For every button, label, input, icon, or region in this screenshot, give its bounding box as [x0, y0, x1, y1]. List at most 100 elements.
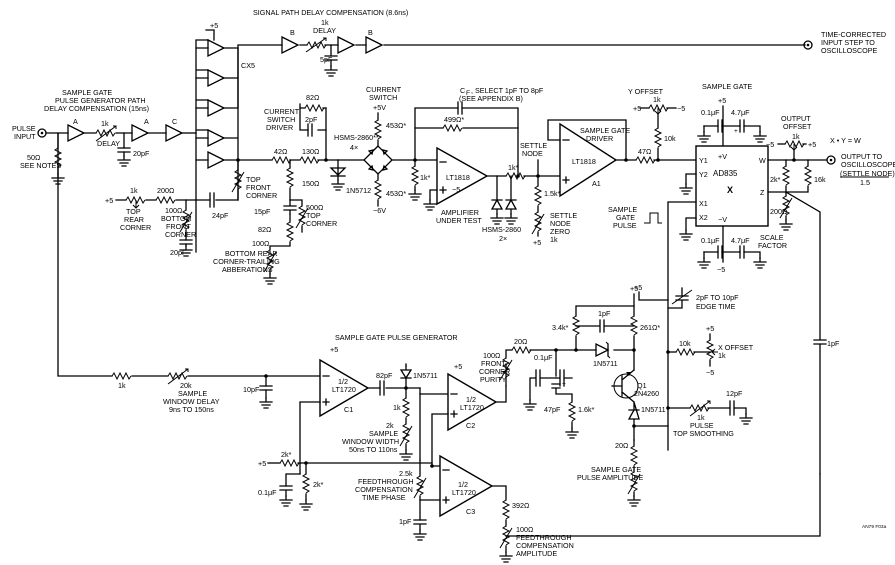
csd-2: SWITCH — [267, 115, 295, 124]
feedthrough-compensation: +5 2k* 2k* 0.1μF 1/2 LT1720 C3 2.5k FEED… — [258, 393, 887, 563]
see-notes: SEE NOTES — [20, 161, 61, 170]
d-1n5711-a: 1N5711 — [413, 371, 438, 380]
sgp-2: GATE — [616, 213, 635, 222]
sgd-2: DRIVER — [586, 134, 613, 143]
r-42: 42Ω — [274, 147, 288, 156]
r-47: 47Ω — [638, 147, 652, 156]
sgp-3: PULSE — [613, 221, 637, 230]
m5-oo: −5 — [766, 140, 774, 149]
c-5pf: 5pF — [320, 55, 333, 64]
oo-2: OFFSET — [783, 122, 812, 131]
bfc-3: FRONT — [166, 222, 191, 231]
csd-1: CURRENT — [264, 107, 300, 116]
sgp-1: SAMPLE — [608, 205, 637, 214]
ad-y2: Y2 — [699, 170, 708, 179]
r-16k: 16k — [814, 175, 826, 184]
c-2pf: 2pF — [305, 115, 318, 124]
r-50-term: 50Ω — [27, 153, 41, 162]
edge-time-x-offset: +5 2pF TO 10pF EDGE TIME 10k X OFFSET 1k… — [634, 283, 754, 377]
sww-4: 50ns TO 110ns — [349, 445, 398, 454]
r-20-a: 20Ω — [514, 337, 528, 346]
lt1818-dut: LT1818 — [446, 173, 470, 182]
trc-2: REAR — [124, 215, 144, 224]
br-3: ABBERATIONS — [222, 265, 273, 274]
ad835-x: X — [727, 185, 733, 195]
bfc-2: BOTTOM — [161, 214, 192, 223]
snz-1: SETTLE — [550, 211, 577, 220]
pulse-input-label-2: INPUT — [14, 132, 36, 141]
ad-x1: X1 — [699, 199, 708, 208]
p5-c1: +5 — [330, 345, 338, 354]
bfc-4: CORNER — [165, 230, 196, 239]
ftc-2: COMPENSATION — [355, 485, 413, 494]
hsms-2860-a: HSMS-2860** — [334, 133, 379, 142]
r-1k-delay-top: 1k — [321, 18, 329, 27]
c3-label: C3 — [466, 507, 475, 516]
r-1k-trc: 1k — [130, 186, 138, 195]
sg-top-label: SAMPLE GATE — [702, 82, 752, 91]
swd-1: SAMPLE — [178, 389, 207, 398]
c-24pf: 24pF — [212, 211, 229, 220]
fcp-2: CORNER — [479, 367, 510, 376]
r500-2: TOP — [306, 211, 321, 220]
r-500-top: 500Ω — [306, 203, 324, 212]
d-1n5711-b: 1N5711 — [593, 359, 618, 368]
r-1k-delay: 1k — [101, 119, 109, 128]
r-82-a: 82Ω — [306, 93, 320, 102]
x2-label: 2× — [499, 234, 507, 243]
r-200-sf: 200Ω — [770, 207, 788, 216]
d-1n5711-c: 1N5711 — [641, 405, 666, 414]
trc-3: CORNER — [120, 223, 151, 232]
figure-id: AN79 F03a — [862, 524, 887, 530]
gate-a1-label: A — [73, 117, 78, 126]
current-switch-driver: 82Ω 2pF CURRENT SWITCH DRIVER 42Ω 130Ω T… — [213, 93, 371, 285]
sww-3: WINDOW WIDTH — [342, 437, 399, 446]
ftca-2: FEEDTHROUGH — [516, 533, 572, 542]
p5-trc: +5 — [105, 196, 113, 205]
p5-oo: +5 — [808, 140, 816, 149]
r-1k-star-b: 1k* — [508, 163, 519, 172]
ftca-3: COMPENSATION — [516, 541, 574, 550]
sn-1: SETTLE — [520, 141, 547, 150]
c-1pf-b: 1pF — [399, 517, 412, 526]
cx5-label: CX5 — [241, 61, 255, 70]
a1-label: A1 — [592, 179, 601, 188]
r-20-b: 20Ω — [615, 441, 629, 450]
sgpa-1: SAMPLE GATE — [591, 465, 641, 474]
sgd-1: SAMPLE GATE — [580, 126, 630, 135]
et-1: 2pF TO 10pF — [696, 293, 739, 302]
ftc-1: FEEDTHROUGH — [358, 477, 414, 486]
out-3: (SETTLE NODE) — [840, 169, 895, 178]
gate-c-label: C — [172, 117, 177, 126]
gate-b2-label: B — [368, 28, 373, 37]
br-1: BOTTOM REAR — [225, 249, 278, 258]
y-offset-label: Y OFFSET — [628, 87, 664, 96]
m6v: −6V — [373, 206, 386, 215]
r-20k: 20k — [180, 381, 192, 390]
x4-label: 4× — [350, 143, 358, 152]
r-10k-y: 10k — [664, 134, 676, 143]
svg-text:+: + — [734, 128, 738, 135]
r-2-5k: 2.5k — [399, 469, 413, 478]
q1-part: 2N4260 — [634, 389, 659, 398]
r-453-b: 453Ω* — [386, 189, 406, 198]
cf-select: , SELECT 1pF TO 8pF — [471, 86, 544, 95]
sn-2: NODE — [522, 149, 543, 158]
r-82-b: 82Ω — [258, 225, 272, 234]
aut-2: UNDER TEST — [436, 216, 482, 225]
r-1-5k: 1.5k* — [544, 189, 561, 198]
c-01-b: 0.1μF — [701, 236, 720, 245]
sf-1: SCALE — [760, 233, 784, 242]
ad835-multiplier: SAMPLE GATE +5 0.1μF 4.7μF + +V −V Y1 Y2… — [608, 82, 769, 451]
c-01-c: 0.1μF — [534, 353, 553, 362]
r-150: 150Ω — [302, 179, 320, 188]
p5-x: +5 — [706, 324, 714, 333]
sample-gate-driver: SAMPLE GATE DRIVER LT1818 A1 47Ω Y OFFSE… — [537, 87, 697, 198]
ad835-name: AD835 — [713, 169, 738, 178]
c-1pf-q: 1pF — [598, 309, 611, 318]
r-1k-star-a: 1k* — [420, 173, 431, 182]
ftca-4: AMPLITUDE — [516, 549, 557, 558]
r-130: 130Ω — [302, 147, 320, 156]
svg-text:+: + — [562, 381, 566, 388]
